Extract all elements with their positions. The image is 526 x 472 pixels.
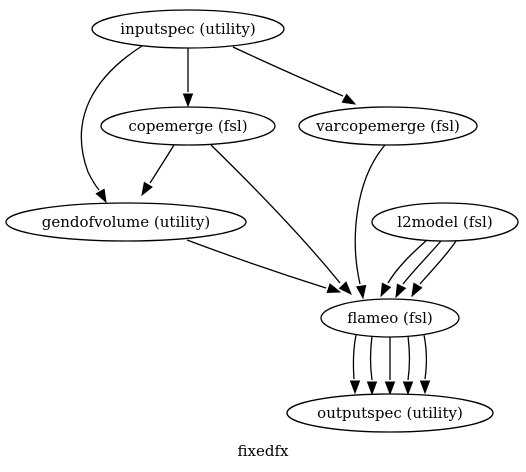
edge-line xyxy=(369,335,373,381)
node-l2model-shape xyxy=(371,202,519,242)
edge-inputspec-to-copemerge xyxy=(182,48,194,108)
node-l2model-label: l2model (fsl) xyxy=(397,213,492,231)
edge-line xyxy=(186,239,327,289)
node-inputspec: inputspec (utility) xyxy=(91,9,285,49)
arrowhead-icon xyxy=(338,281,352,296)
edge-flameo-to-outputspec xyxy=(384,337,396,396)
arrowhead-icon xyxy=(380,282,392,298)
node-outputspec-label: outputspec (utility) xyxy=(317,404,463,422)
edge-line xyxy=(149,144,175,184)
edge-line xyxy=(352,334,357,380)
arrowhead-icon xyxy=(349,380,361,395)
edge-line xyxy=(210,144,341,284)
arrowhead-icon xyxy=(366,381,378,396)
arrowhead-icon xyxy=(402,381,414,396)
edge-line xyxy=(354,144,386,285)
node-copemerge-shape xyxy=(100,106,276,146)
edge-varcopemerge-to-flameo xyxy=(354,144,386,300)
edge-copemerge-to-gendofvolume xyxy=(141,144,175,197)
arrowhead-icon xyxy=(141,181,153,197)
arrowhead-icon xyxy=(341,93,357,105)
edge-inputspec-to-varcopemerge xyxy=(232,46,357,105)
arrowhead-icon xyxy=(384,381,396,396)
node-flameo: flameo (fsl) xyxy=(320,298,460,338)
edge-flameo-to-outputspec xyxy=(349,334,361,395)
edge-flameo-to-outputspec xyxy=(419,334,431,395)
node-varcopemerge-label: varcopemerge (fsl) xyxy=(315,117,460,135)
arrowhead-icon xyxy=(395,283,407,299)
node-flameo-shape xyxy=(320,298,460,338)
node-copemerge-label: copemerge (fsl) xyxy=(128,117,247,135)
edges-layer xyxy=(80,45,457,396)
node-copemerge: copemerge (fsl) xyxy=(100,106,276,146)
node-l2model: l2model (fsl) xyxy=(371,202,519,242)
node-varcopemerge: varcopemerge (fsl) xyxy=(298,106,478,146)
edge-l2model-to-flameo xyxy=(411,240,457,298)
node-inputspec-label: inputspec (utility) xyxy=(120,20,255,38)
node-gendofvolume-shape xyxy=(5,202,247,242)
node-gendofvolume: gendofvolume (utility) xyxy=(5,202,247,242)
edge-line xyxy=(387,239,428,284)
edge-line xyxy=(80,45,143,191)
edge-line xyxy=(232,46,344,97)
edge-line xyxy=(419,240,457,285)
node-outputspec-shape xyxy=(286,393,494,433)
edge-flameo-to-outputspec xyxy=(366,335,378,396)
arrowhead-icon xyxy=(95,188,107,204)
edge-line xyxy=(423,334,428,380)
arrowhead-icon xyxy=(411,282,423,298)
node-outputspec: outputspec (utility) xyxy=(286,393,494,433)
arrowhead-icon xyxy=(419,380,431,395)
edge-line xyxy=(407,335,411,381)
edge-flameo-to-outputspec xyxy=(402,335,414,396)
node-varcopemerge-shape xyxy=(298,106,478,146)
graph-title: fixedfx xyxy=(238,442,289,460)
edge-l2model-to-flameo xyxy=(380,239,428,298)
arrowhead-icon xyxy=(326,283,342,294)
node-gendofvolume-label: gendofvolume (utility) xyxy=(42,213,210,231)
arrowhead-icon xyxy=(355,284,367,300)
arrowhead-icon xyxy=(182,93,194,108)
edge-inputspec-to-gendofvolume xyxy=(80,45,143,204)
node-inputspec-shape xyxy=(91,9,285,49)
node-flameo-label: flameo (fsl) xyxy=(347,309,433,327)
edge-l2model-to-flameo xyxy=(395,240,442,299)
edge-copemerge-to-flameo xyxy=(210,144,352,296)
edge-line xyxy=(402,240,442,285)
edge-gendofvolume-to-flameo xyxy=(186,239,342,294)
